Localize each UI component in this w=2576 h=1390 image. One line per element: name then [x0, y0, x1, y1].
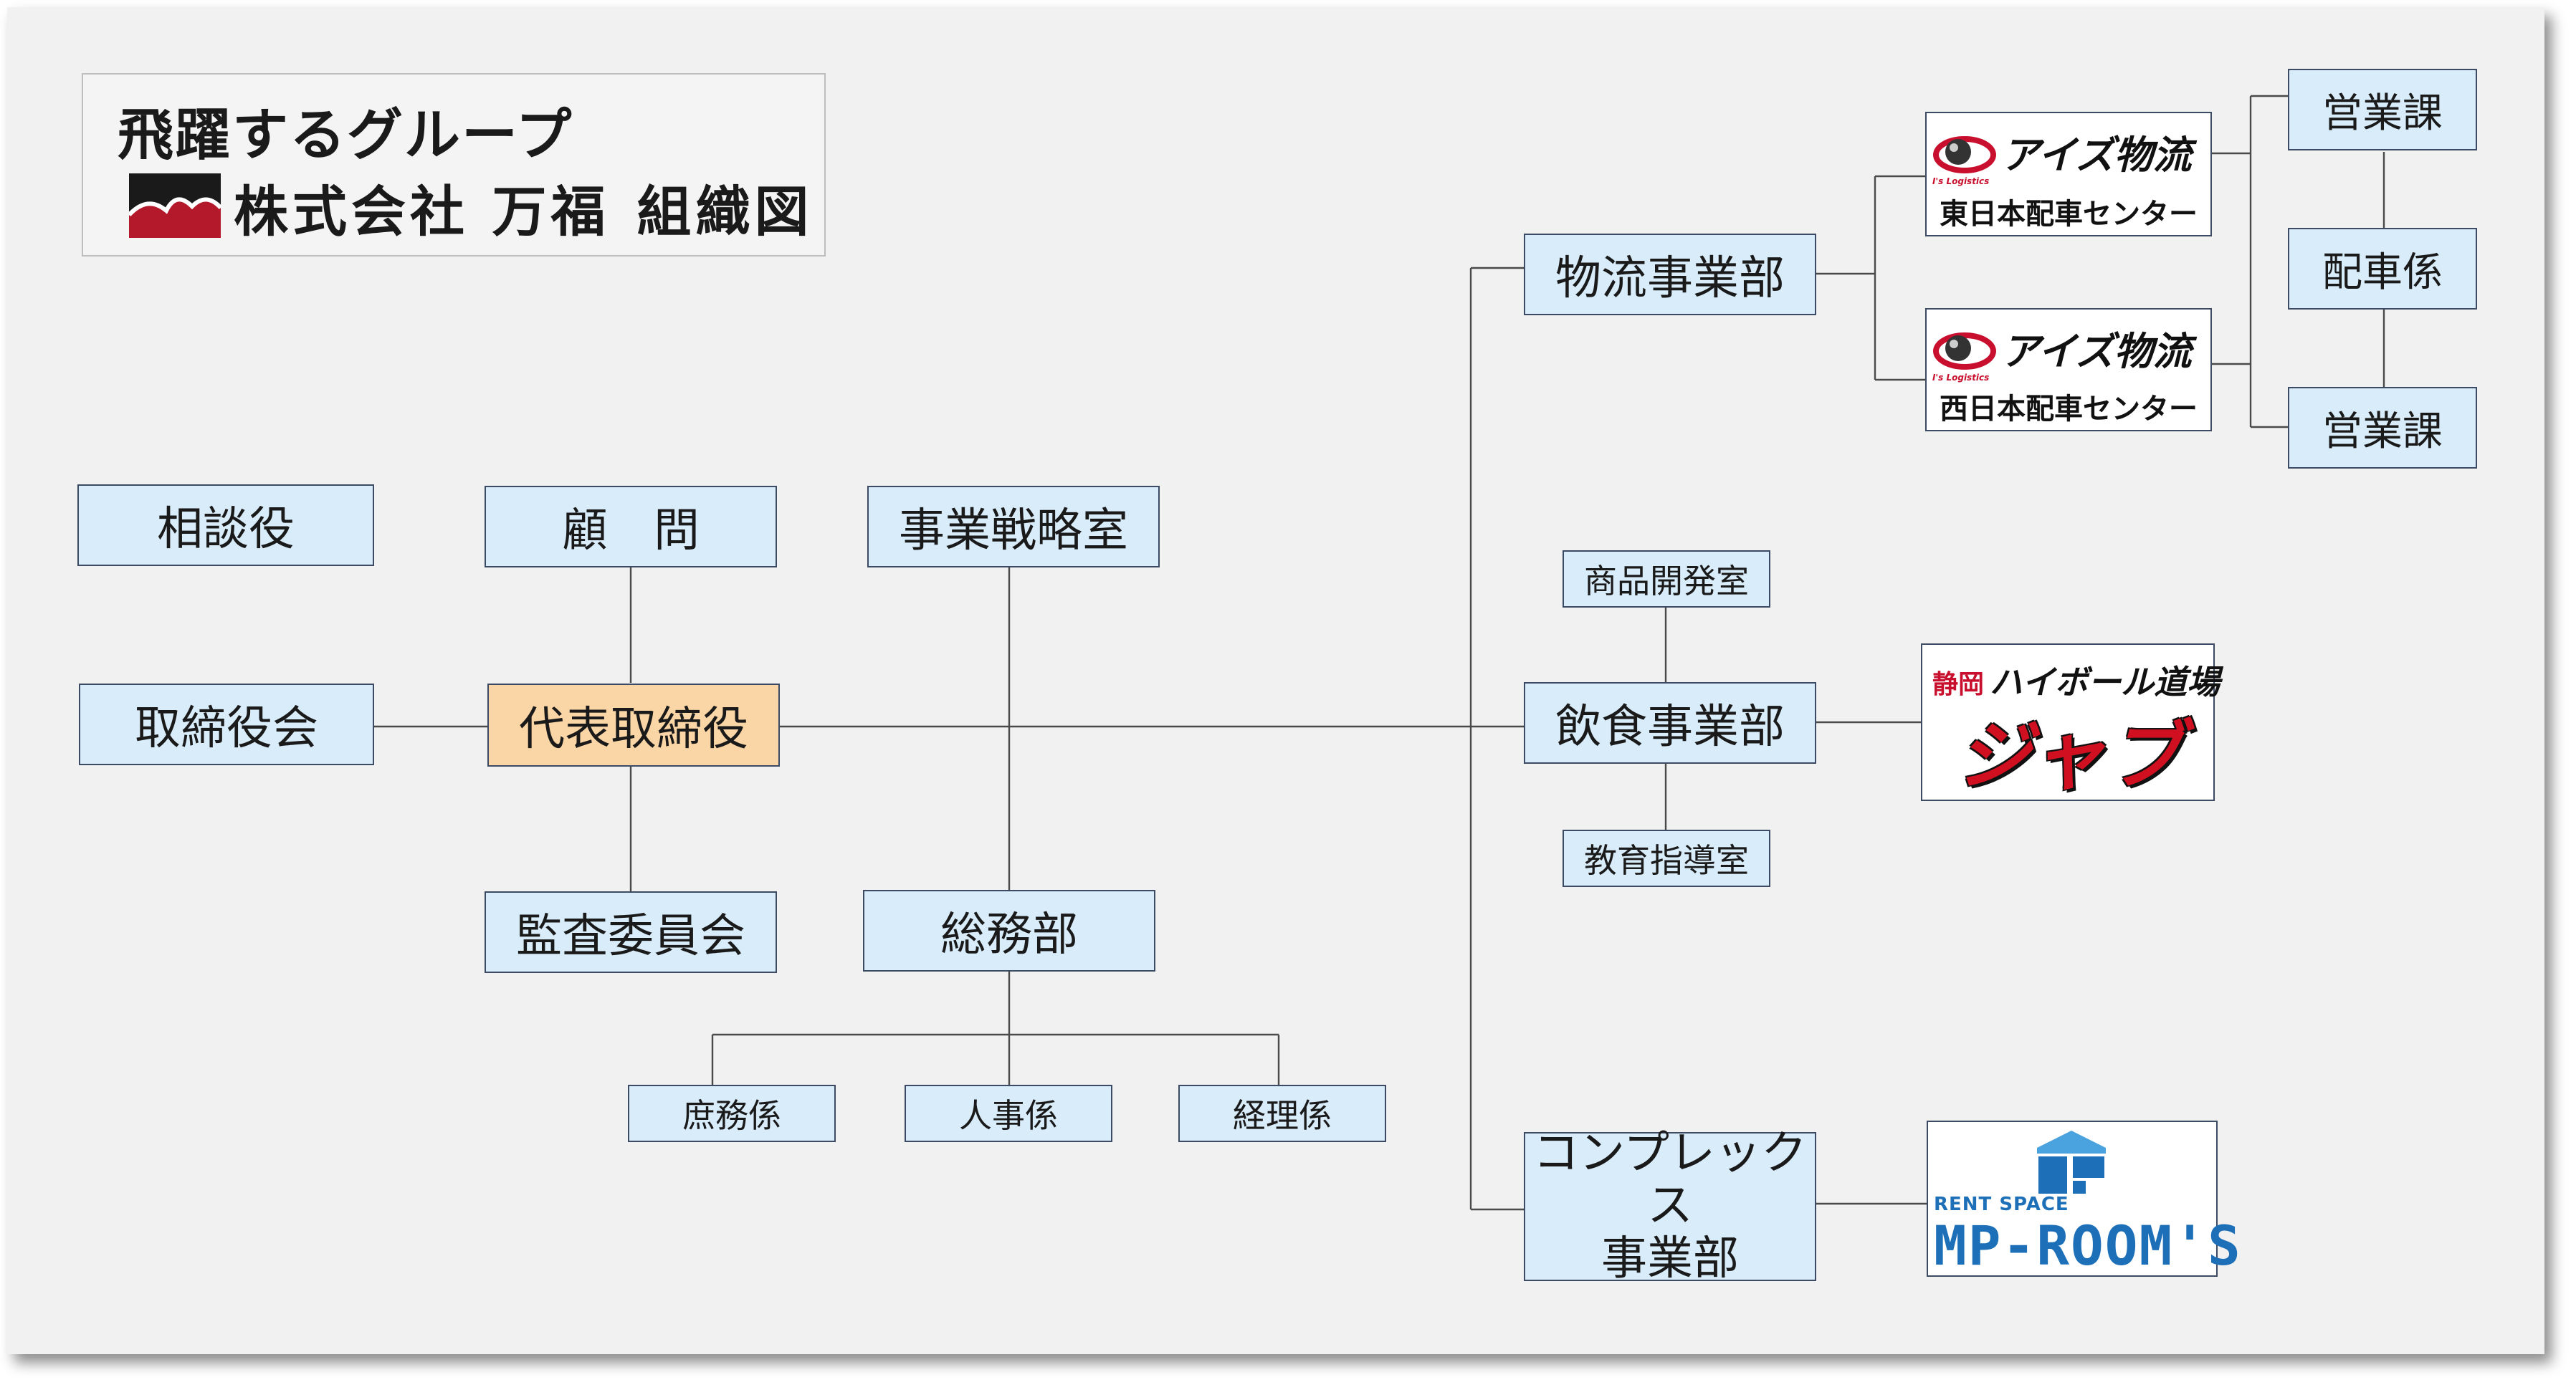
- node-inshoku: 飲食事業部: [1524, 682, 1816, 764]
- mp-rooms-label: MP-ROOM'S: [1934, 1214, 2242, 1278]
- node-jinji: 人事係: [905, 1085, 1112, 1142]
- node-complex-line1: コンプレックス: [1532, 1126, 1808, 1233]
- izu-tagline-west: I's Logistics: [1932, 373, 1990, 383]
- node-shomu: 庶務係: [628, 1085, 836, 1142]
- highball-name: ハイボール道場: [1990, 663, 2220, 701]
- node-complex-line2: 事業部: [1601, 1232, 1739, 1285]
- logo-izu-west: アイズ物流 I's Logistics 西日本配車センター: [1925, 308, 2212, 431]
- west-center-label: 西日本配車センター: [1940, 393, 2198, 426]
- izu-brand-east: アイズ物流: [2001, 133, 2192, 178]
- node-eigyo2: 営業課: [2288, 387, 2477, 469]
- node-eigyo1: 営業課: [2288, 69, 2477, 150]
- title-panel: 飛躍するグループ 株式会社 万福組織図: [82, 73, 826, 257]
- node-soumu: 総務部: [863, 890, 1155, 972]
- logo-mp-rooms: RENT SPACE MP-ROOM'S: [1927, 1121, 2241, 1278]
- node-kyoiku: 教育指導室: [1563, 830, 1770, 887]
- node-shohin: 商品開発室: [1563, 550, 1770, 608]
- rent-space-label: RENT SPACE: [1934, 1194, 2069, 1215]
- izu-brand-west: アイズ物流: [2001, 329, 2192, 374]
- node-torishimariyakukai: 取締役会: [79, 684, 374, 765]
- company-title: 株式会社 万福組織図: [234, 168, 813, 246]
- izu-globe-icon: [1933, 136, 1996, 173]
- logo-highball-jab: 静岡 ハイボール道場 ジャブ: [1921, 643, 2220, 801]
- logo-izu-east: アイズ物流 I's Logistics 東日本配車センター: [1925, 112, 2212, 236]
- node-komon: 顧 問: [485, 486, 777, 567]
- node-keiri: 経理係: [1178, 1085, 1386, 1142]
- izu-globe-icon: [1933, 332, 1996, 370]
- node-daihyo: 代表取締役: [487, 684, 780, 767]
- mp-house-icon: [2037, 1131, 2106, 1194]
- node-haisha: 配車係: [2288, 228, 2477, 310]
- node-butsuryu: 物流事業部: [1524, 234, 1816, 315]
- group-slogan: 飛躍するグループ: [118, 103, 573, 168]
- node-soudanyaku: 相談役: [77, 484, 374, 566]
- node-jigyou-senryaku: 事業戦略室: [867, 486, 1160, 567]
- node-complex: コンプレックス 事業部: [1524, 1127, 1816, 1285]
- highball-main: ジャブ: [1957, 712, 2185, 800]
- east-center-label: 東日本配車センター: [1940, 198, 2198, 231]
- company-name: 株式会社 万福: [234, 180, 610, 244]
- org-chart-label: 組織図: [636, 180, 814, 244]
- izu-tagline-east: I's Logistics: [1932, 176, 1990, 186]
- manpuku-logo-icon: [129, 173, 221, 238]
- node-kansa: 監査委員会: [485, 891, 777, 973]
- highball-prefix: 静岡: [1932, 670, 1985, 699]
